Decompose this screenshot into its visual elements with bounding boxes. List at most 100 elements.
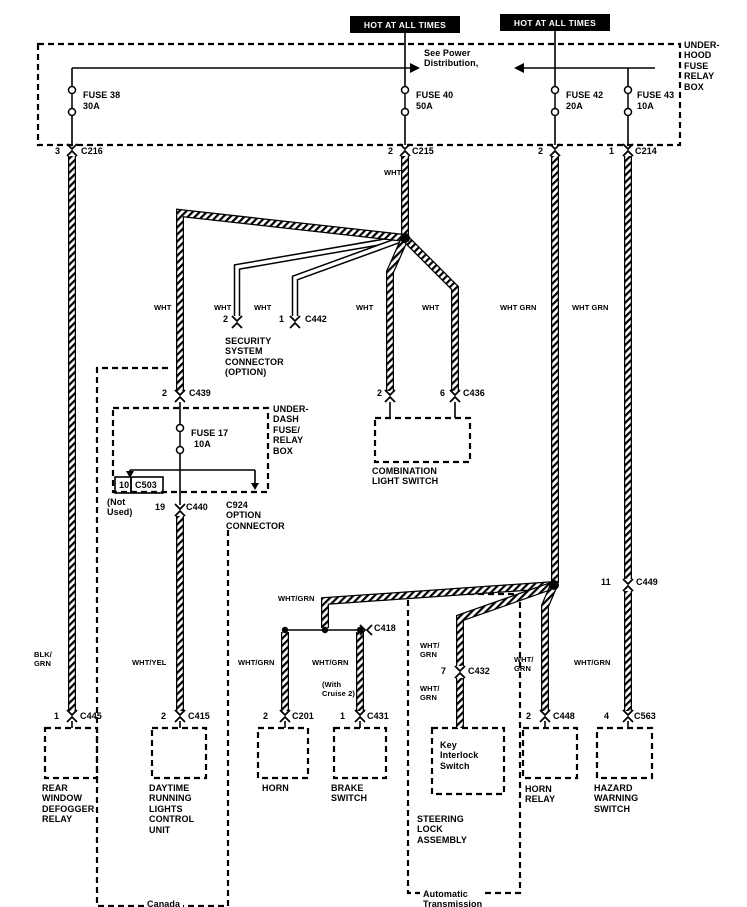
fuse-40-name: FUSE 40 [416, 90, 454, 100]
pin-c440: 19 [155, 502, 166, 512]
fuse-17-name: FUSE 17 [191, 428, 229, 438]
fuse-42-icon [550, 85, 560, 117]
rear-defogger-label: REAR WINDOW DEFOGGER RELAY [42, 783, 95, 825]
pin-c442-2: 2 [223, 314, 229, 324]
pin-c216: 3 [55, 146, 61, 156]
wire-label-wht-sec-a: WHT [214, 303, 232, 312]
conn-c440: C440 [186, 502, 208, 512]
arrow-left-icon [514, 63, 524, 73]
wire-label-blkgrn: BLK/ GRN [34, 650, 52, 668]
underdash-box-label: UNDER- DASH FUSE/ RELAY BOX [273, 404, 309, 456]
canada-region-label: Canada [144, 899, 184, 907]
security-connector-label: SECURITY SYSTEM CONNECTOR (OPTION) [225, 336, 284, 378]
fuse-38-icon [67, 85, 77, 117]
arrow-down-icon [251, 483, 259, 490]
not-used-note: (Not Used) [107, 497, 133, 518]
junction-dot [549, 580, 559, 590]
hazard-switch-label: HAZARD WARNING SWITCH [594, 783, 639, 814]
conn-c215: C215 [412, 146, 434, 156]
pin-c214: 1 [609, 146, 615, 156]
wire-label-whtyel: WHT/YEL [132, 658, 167, 667]
wire-label-whtgrn-f42: WHT GRN [500, 303, 537, 312]
pin-c442-1: 1 [279, 314, 285, 324]
connector-c445-icon [66, 709, 78, 723]
wire-label-whtgrn-horn: WHT/GRN [238, 658, 275, 667]
drl-label: DAYTIME RUNNING LIGHTS CONTROL UNIT [149, 783, 195, 835]
arrow-right-icon [410, 63, 420, 73]
wire-label-whtgrn-key-upper: WHT/ GRN [420, 641, 440, 659]
fuse-40-icon [400, 85, 410, 117]
conn-c436: C436 [463, 388, 485, 398]
fuse-40-amp: 50A [416, 101, 433, 111]
wire-label-whtgrn-horn-relay: WHT/ GRN [514, 655, 534, 673]
hot-badge-left: HOT AT ALL TIMES [350, 16, 460, 33]
connector-fuse42-icon [549, 143, 561, 157]
c503-box [114, 476, 164, 494]
wire-label-wht-c439: WHT [154, 303, 172, 312]
conn-c439: C439 [189, 388, 211, 398]
wire-label-wht-combo-b: WHT [422, 303, 440, 312]
pin-fuse42-out: 2 [538, 146, 544, 156]
combination-light-switch-label: COMBINATION LIGHT SWITCH [372, 466, 439, 487]
wire-label-whtgrn-f43: WHT GRN [572, 303, 609, 312]
pin-c432: 7 [441, 666, 447, 676]
junction-dot [321, 626, 329, 634]
connector-c442-pin2-icon [231, 315, 243, 329]
conn-c563: C563 [634, 711, 656, 721]
dashed-boxes [36, 42, 682, 796]
pin-c415: 2 [161, 711, 167, 721]
connector-c415-icon [174, 709, 186, 723]
fuse-17-amp: 10A [194, 439, 211, 449]
conn-c214: C214 [635, 146, 657, 156]
fuse-43-amp: 10A [637, 101, 654, 111]
junction-dot [400, 233, 410, 243]
connector-c439-icon [174, 389, 186, 403]
fuse-38-amp: 30A [83, 101, 100, 111]
connector-c449-icon [622, 578, 634, 592]
connector-c201-icon [279, 709, 291, 723]
connector-c448-icon [539, 709, 551, 723]
wire-label-whtgrn-key-lower: WHT/ GRN [420, 684, 440, 702]
cruise-note: (With Cruise 2) [322, 680, 355, 698]
pin-c448: 2 [526, 711, 532, 721]
wire-label-whtgrn-bus: WHT/GRN [278, 594, 315, 603]
wire-label-whtgrn-hazard: WHT/GRN [574, 658, 611, 667]
pin-c431: 1 [340, 711, 346, 721]
pin-c439: 2 [162, 388, 168, 398]
junction-dot [356, 626, 364, 634]
fuse-38-name: FUSE 38 [83, 90, 121, 100]
junction-dot [281, 626, 289, 634]
connector-c563-icon [622, 709, 634, 723]
conn-c415: C415 [188, 711, 210, 721]
fuse-43-icon [623, 85, 633, 117]
c924-option-connector-label: C924 OPTION CONNECTOR [226, 500, 285, 531]
connector-c436-pin2-icon [384, 389, 396, 403]
conn-c432: C432 [468, 666, 490, 676]
pin-c436-6: 6 [440, 388, 446, 398]
underhood-box-label: UNDER- HOOD FUSE RELAY BOX [684, 40, 720, 92]
wire-label-wht-combo-a: WHT [356, 303, 374, 312]
connector-c431-icon [354, 709, 366, 723]
conn-c503: C503 [135, 480, 157, 490]
key-interlock-box-label: Key Interlock Switch [440, 740, 479, 771]
connector-c432-icon [454, 665, 466, 679]
conn-c445: C445 [80, 711, 102, 721]
pin-c201: 2 [263, 711, 269, 721]
connector-c440-icon [174, 503, 186, 517]
fuse-42-name: FUSE 42 [566, 90, 604, 100]
wire-label-wht-sec-b: WHT [254, 303, 272, 312]
connector-c215-icon [399, 143, 411, 157]
connector-c436-pin6-icon [449, 389, 461, 403]
fuse-43-name: FUSE 43 [637, 90, 675, 100]
fuse-17-icon [175, 423, 185, 455]
pin-c436-2: 2 [377, 388, 383, 398]
power-distribution-note: See Power Distribution, [424, 48, 479, 69]
junction-dots [281, 233, 559, 634]
conn-c448: C448 [553, 711, 575, 721]
pin-c215: 2 [388, 146, 394, 156]
conn-c201: C201 [292, 711, 314, 721]
horn-label: HORN [262, 783, 289, 793]
steering-lock-assembly-label: STEERING LOCK ASSEMBLY [417, 814, 467, 845]
